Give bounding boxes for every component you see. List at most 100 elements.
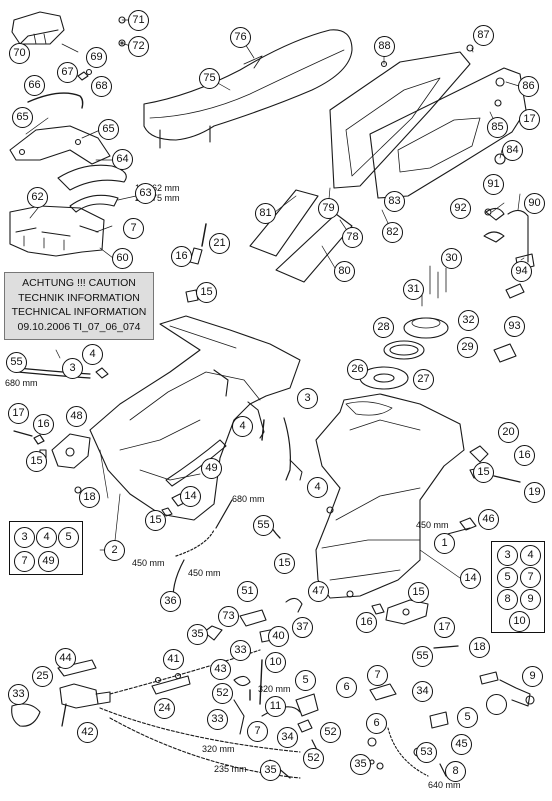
callout-part-number: 15 bbox=[274, 553, 295, 574]
callout-part-number: 52 bbox=[212, 683, 233, 704]
callout-part-number: 83 bbox=[384, 191, 405, 212]
callout-part-number: 43 bbox=[210, 659, 231, 680]
callout-part-number: 71 bbox=[128, 10, 149, 31]
callout-part-number: 34 bbox=[412, 681, 433, 702]
callout-part-number: 37 bbox=[292, 617, 313, 638]
callout-part-number: 2 bbox=[104, 540, 125, 561]
callout-part-number: 86 bbox=[518, 76, 539, 97]
callout-part-number: 33 bbox=[230, 640, 251, 661]
callout-part-number: 18 bbox=[79, 487, 100, 508]
dimension-235: 235 mm bbox=[214, 764, 247, 774]
callout-part-number: 47 bbox=[308, 581, 329, 602]
callout-part-number: 36 bbox=[160, 591, 181, 612]
callout-part-number: 76 bbox=[230, 27, 251, 48]
callout-part-number: 65 bbox=[98, 119, 119, 140]
notice-line-2: TECHNIK INFORMATION bbox=[18, 291, 140, 304]
callout-part-number: 49 bbox=[201, 458, 222, 479]
callout-part-number: 28 bbox=[373, 317, 394, 338]
kit-left-item: 49 bbox=[38, 551, 59, 572]
dimension-320-lower: 320 mm bbox=[202, 744, 235, 754]
callout-part-number: 55 bbox=[6, 352, 27, 373]
dimension-680-left: 680 mm bbox=[5, 378, 38, 388]
callout-part-number: 90 bbox=[524, 193, 545, 214]
callout-part-number: 84 bbox=[502, 140, 523, 161]
kit-right-item: 4 bbox=[520, 545, 541, 566]
callout-part-number: 15 bbox=[408, 582, 429, 603]
callout-part-number: 94 bbox=[511, 261, 532, 282]
notice-line-4: 09.10.2006 TI_07_06_074 bbox=[17, 320, 141, 333]
callout-part-number: 85 bbox=[487, 117, 508, 138]
callout-part-number: 26 bbox=[347, 359, 368, 380]
callout-part-number: 8 bbox=[445, 761, 466, 782]
callout-part-number: 31 bbox=[403, 279, 424, 300]
callout-part-number: 15 bbox=[26, 451, 47, 472]
callout-part-number: 24 bbox=[154, 698, 175, 719]
callout-part-number: 80 bbox=[334, 261, 355, 282]
callout-part-number: 6 bbox=[366, 713, 387, 734]
kit-right-item: 3 bbox=[497, 545, 518, 566]
dimension-320-upper: 320 mm bbox=[258, 684, 291, 694]
callout-part-number: 6 bbox=[336, 677, 357, 698]
callout-part-number: 40 bbox=[268, 626, 289, 647]
fuel-pump-part bbox=[11, 683, 111, 727]
callout-part-number bbox=[486, 694, 507, 715]
callout-part-number: 27 bbox=[413, 369, 434, 390]
callout-part-number: 82 bbox=[382, 222, 403, 243]
callout-part-number: 68 bbox=[91, 76, 112, 97]
callout-part-number: 18 bbox=[469, 637, 490, 658]
callout-part-number: 3 bbox=[62, 358, 83, 379]
callout-part-number: 91 bbox=[483, 174, 504, 195]
kit-left-item: 5 bbox=[58, 527, 79, 548]
callout-part-number: 51 bbox=[237, 581, 258, 602]
callout-part-number: 41 bbox=[163, 649, 184, 670]
callout-part-number: 3 bbox=[297, 388, 318, 409]
callout-part-number: 55 bbox=[253, 515, 274, 536]
callout-part-number: 7 bbox=[367, 665, 388, 686]
callout-part-number: 87 bbox=[473, 25, 494, 46]
kit-box-right: 3 4 5 7 8 9 10 bbox=[491, 541, 545, 633]
headlight-mask-part bbox=[11, 11, 65, 45]
notice-line-3: TECHNICAL INFORMATION bbox=[11, 306, 147, 318]
kit-right-item: 5 bbox=[497, 567, 518, 588]
callout-part-number: 48 bbox=[66, 406, 87, 427]
right-fuel-tank-part bbox=[315, 393, 465, 599]
callout-part-number: 19 bbox=[524, 482, 545, 503]
callout-part-number: 17 bbox=[8, 403, 29, 424]
callout-part-number: 15 bbox=[196, 282, 217, 303]
callout-part-number: 35 bbox=[350, 754, 371, 775]
callout-part-number: 4 bbox=[82, 344, 103, 365]
callout-part-number: 34 bbox=[277, 727, 298, 748]
callout-part-number: 15 bbox=[145, 510, 166, 531]
kit-right-item: 9 bbox=[520, 589, 541, 610]
callout-part-number: 70 bbox=[9, 43, 30, 64]
callout-part-number: 35 bbox=[260, 760, 281, 781]
kit-left-item: 7 bbox=[14, 551, 35, 572]
callout-part-number: 7 bbox=[247, 721, 268, 742]
callout-part-number: 32 bbox=[458, 310, 479, 331]
callout-part-number: 78 bbox=[342, 227, 363, 248]
callout-part-number: 79 bbox=[318, 198, 339, 219]
callout-part-number: 16 bbox=[356, 612, 377, 633]
callout-part-number: 11 bbox=[265, 696, 286, 717]
fork-bridge-cover-part bbox=[9, 205, 105, 257]
callout-part-number: 60 bbox=[112, 248, 133, 269]
callout-part-number: 4 bbox=[232, 416, 253, 437]
dimension-450-right: 450 mm bbox=[416, 520, 449, 530]
callout-part-number: 7 bbox=[123, 218, 144, 239]
callout-part-number: 64 bbox=[112, 149, 133, 170]
callout-part-number: 15 bbox=[473, 462, 494, 483]
callout-part-number: 62 bbox=[27, 187, 48, 208]
kit-right-item: 7 bbox=[520, 567, 541, 588]
callout-part-number: 21 bbox=[209, 233, 230, 254]
callout-part-number: 1 bbox=[434, 533, 455, 554]
callout-part-number: 75 bbox=[199, 68, 220, 89]
callout-part-number: 9 bbox=[522, 666, 543, 687]
callout-part-number: 66 bbox=[24, 75, 45, 96]
kit-left-item: 4 bbox=[36, 527, 57, 548]
callout-part-number: 5 bbox=[457, 707, 478, 728]
callout-part-number: 65 bbox=[12, 107, 33, 128]
callout-part-number: 17 bbox=[519, 109, 540, 130]
technical-information-notice: ACHTUNG !!! CAUTION TECHNIK INFORMATION … bbox=[4, 272, 154, 340]
